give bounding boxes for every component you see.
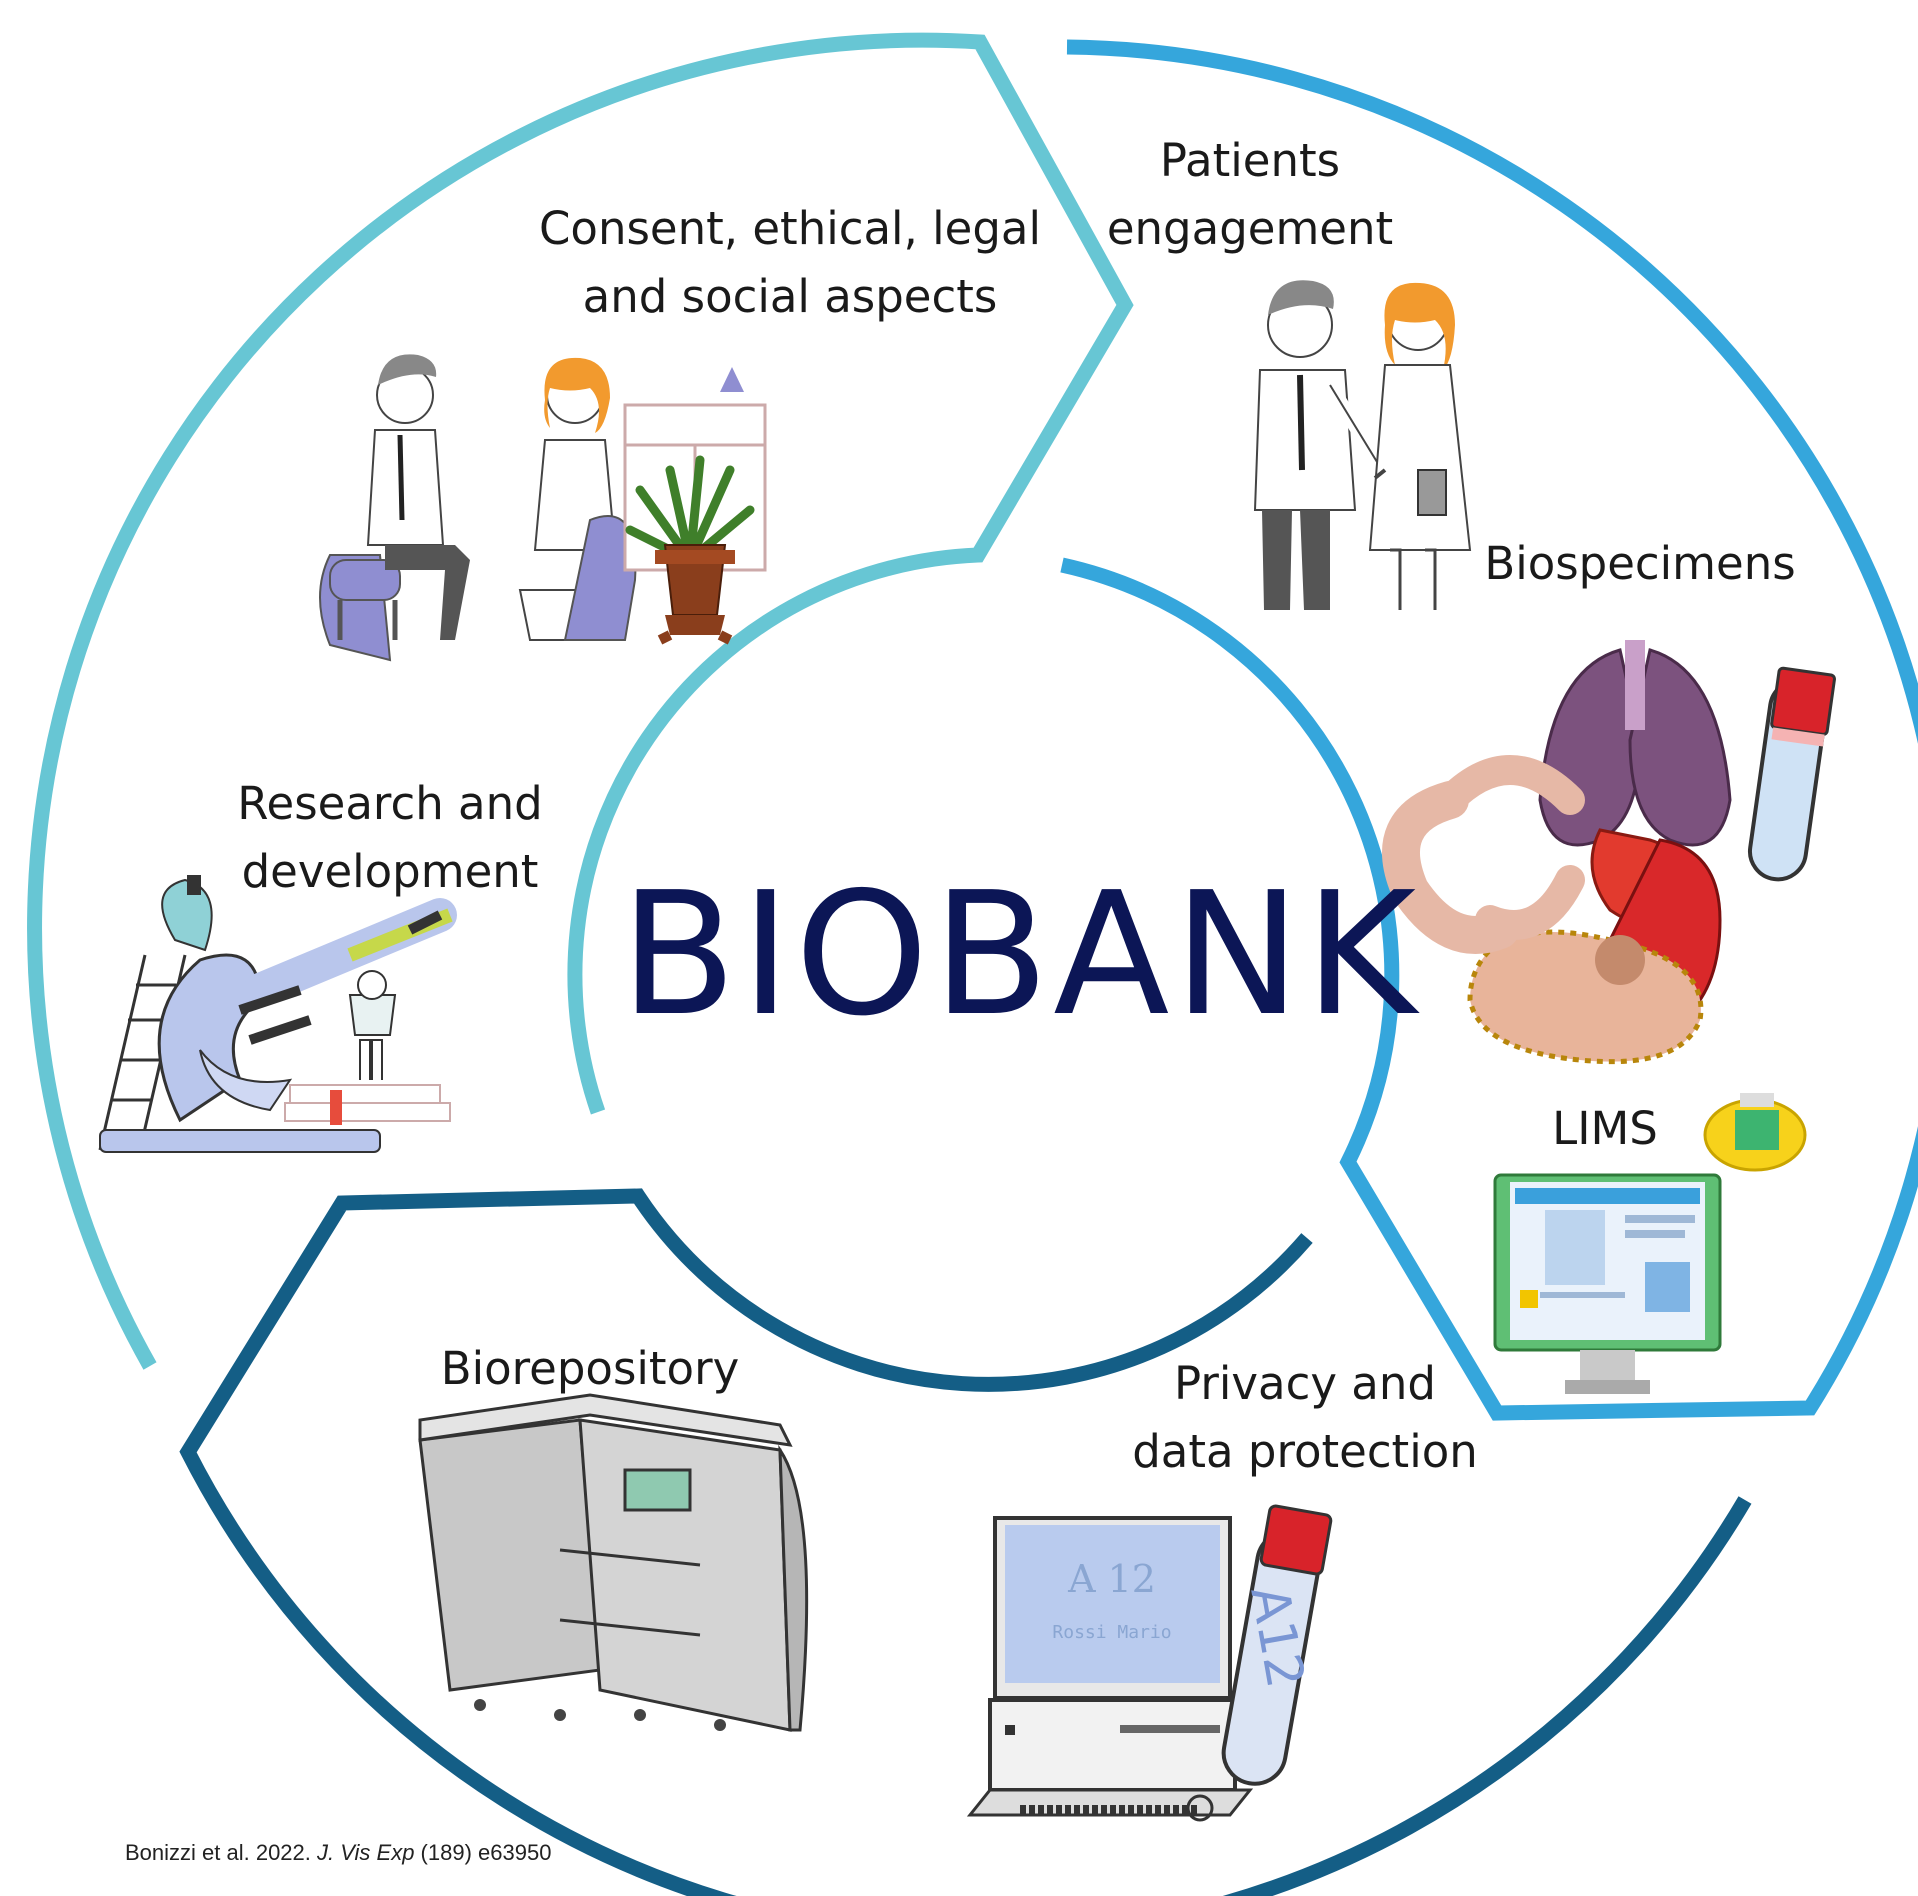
citation-journal: J. Vis Exp: [317, 1840, 415, 1865]
microscope-illustration-icon: [98, 875, 457, 1153]
outer-arc-patients: [1060, 39, 1918, 1421]
consultation-illustration-icon: [319, 354, 767, 662]
citation-issue: (189) e63950: [414, 1840, 552, 1865]
outer-arc-consent: [27, 32, 1134, 1370]
citation: Bonizzi et al. 2022. J. Vis Exp (189) e6…: [125, 1840, 551, 1866]
handshake-illustration-icon: [1253, 280, 1472, 610]
label-biospecimens: Biospecimens: [1484, 537, 1796, 590]
citation-authors: Bonizzi et al. 2022.: [125, 1840, 318, 1865]
label-lims: LIMS: [1552, 1102, 1658, 1155]
screen-name-text: Rossi Mario: [1052, 1622, 1171, 1643]
data-terminal-icon: [966, 1504, 1333, 1822]
freezer-icon: [418, 1393, 809, 1732]
center-title: BIOBANK: [620, 856, 1421, 1054]
lims-computer-icon: [1493, 1093, 1807, 1394]
label-biorepository: Biorepository: [440, 1342, 740, 1395]
test-tube-icon: [1747, 666, 1836, 882]
outer-arc-privacy: [179, 1188, 1752, 1896]
organs-illustration-icon: [1382, 640, 1732, 1065]
screen-code-text: A 12: [1067, 1557, 1156, 1601]
